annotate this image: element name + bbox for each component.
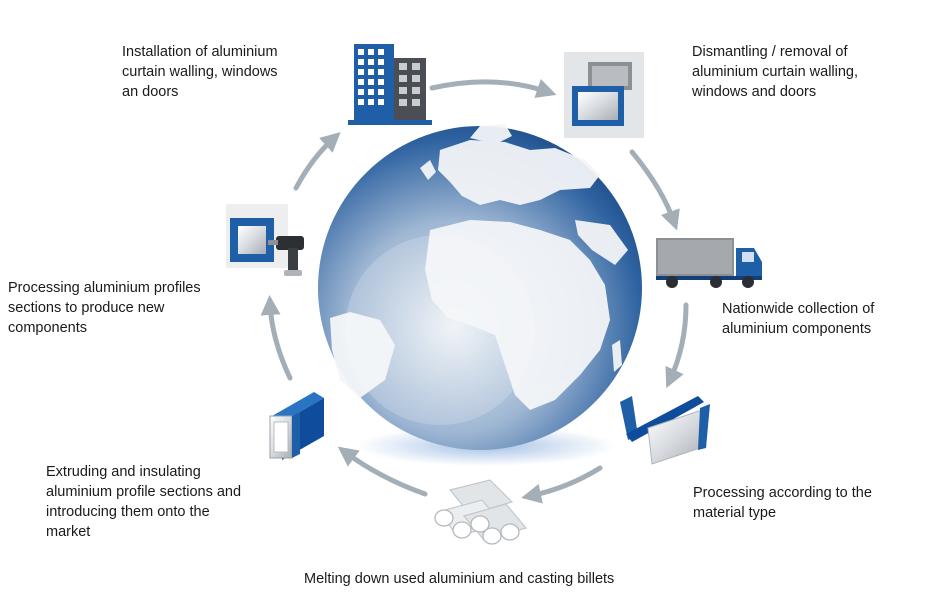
step-label-line: aluminium components xyxy=(722,321,872,337)
extruded-profile-icon xyxy=(269,392,324,460)
step-label-line: Melting down used aluminium and casting … xyxy=(304,571,615,587)
step-label-line: Nationwide collection of xyxy=(722,301,875,317)
arrow-fabrication-to-installation xyxy=(293,131,341,191)
building-icon xyxy=(348,44,432,125)
step-label-line: market xyxy=(46,524,91,540)
step-label-line: an doors xyxy=(122,84,179,100)
drill-frame-icon xyxy=(226,204,304,276)
truck-icon xyxy=(656,238,762,288)
step-label-line: windows and doors xyxy=(692,84,817,100)
arrow-sorting-to-melting xyxy=(521,465,603,504)
step-label-line: Installation of aluminium xyxy=(122,44,278,60)
step-label-line: Processing aluminium profiles xyxy=(8,280,201,296)
step-label-installation: Installation of aluminium curtain walling… xyxy=(122,42,278,102)
cycle-arrows xyxy=(260,78,689,504)
step-label-line: components xyxy=(8,320,87,336)
step-label-line: sections to produce new xyxy=(8,300,165,316)
arrow-dismantling-to-collection xyxy=(629,149,680,231)
step-label-line: Dismantling / removal of xyxy=(692,44,848,60)
globe-highlight xyxy=(345,235,535,425)
arrow-collection-to-sorting xyxy=(665,302,689,389)
arrow-installation-to-dismantling xyxy=(429,78,557,98)
step-label-collection: Nationwide collection of aluminium compon… xyxy=(722,299,874,339)
continents xyxy=(330,124,628,410)
step-label-melting: Melting down used aluminium and casting … xyxy=(304,569,614,589)
step-label-line: material type xyxy=(693,505,777,521)
globe xyxy=(318,124,642,466)
arrow-melting-to-extruding xyxy=(337,446,428,497)
arrow-extruding-to-fabrication xyxy=(260,295,293,381)
window-frame-icon xyxy=(564,52,644,138)
step-label-line: aluminium curtain walling, xyxy=(692,64,859,80)
profile-pieces-icon xyxy=(620,396,710,465)
step-label-line: Processing according to the xyxy=(693,485,872,501)
step-label-sorting: Processing according to the material type xyxy=(693,483,872,523)
step-label-extruding: Extruding and insulating aluminium profil… xyxy=(46,462,241,542)
step-label-dismantling: Dismantling / removal of aluminium curtai… xyxy=(692,42,858,102)
step-label-line: Extruding and insulating xyxy=(46,464,201,480)
billets-icon xyxy=(434,479,528,545)
step-label-line: aluminium profile sections and xyxy=(46,484,242,500)
step-label-line: introducing them onto the xyxy=(46,504,210,520)
step-label-fabrication: Processing aluminium profiles sections to… xyxy=(8,278,201,338)
step-label-line: curtain walling, windows xyxy=(122,64,278,80)
